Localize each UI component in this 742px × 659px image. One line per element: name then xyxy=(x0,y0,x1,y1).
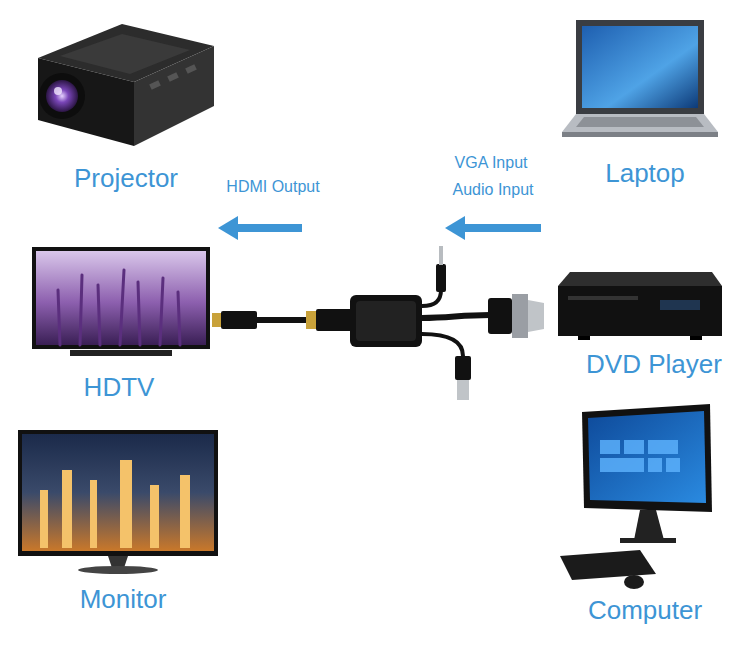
device-label: DVD Player xyxy=(586,350,722,380)
computer-picture xyxy=(560,404,712,589)
hdtv-picture xyxy=(32,247,210,356)
signal-label: VGA Input xyxy=(455,154,528,172)
projector-picture xyxy=(38,24,214,146)
device-label: Laptop xyxy=(605,159,685,189)
device-label: Projector xyxy=(74,164,178,194)
signal-label: Audio Input xyxy=(453,181,534,199)
direction-arrow xyxy=(218,216,541,240)
dvd-player-picture xyxy=(558,272,722,340)
laptop-picture xyxy=(562,20,718,137)
signal-label: HDMI Output xyxy=(226,178,319,196)
monitor-picture xyxy=(18,430,218,574)
device-label: Monitor xyxy=(80,585,167,615)
vga-hdmi-adapter xyxy=(212,246,544,400)
device-label: HDTV xyxy=(84,373,155,403)
device-label: Computer xyxy=(588,596,702,626)
